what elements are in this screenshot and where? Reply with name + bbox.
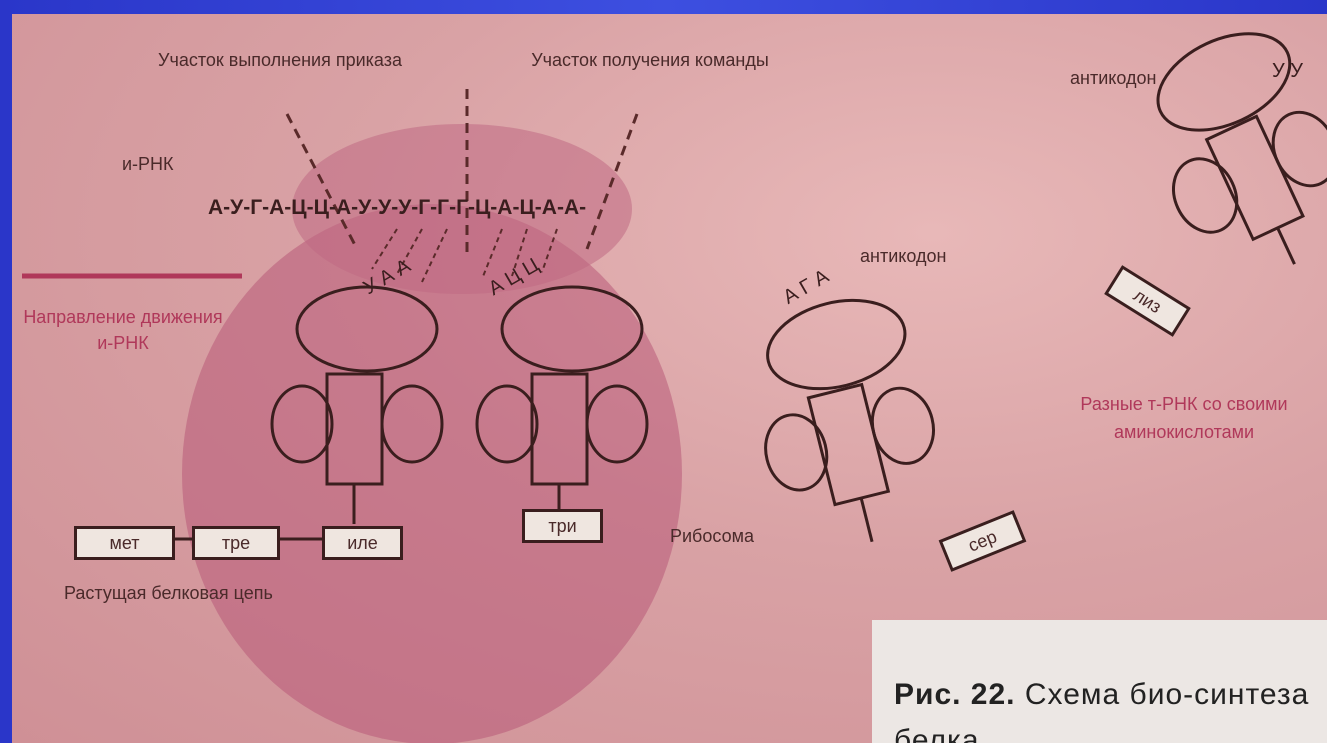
trna-4 — [1120, 14, 1327, 299]
amino-acid-met: мет — [74, 526, 175, 560]
different-trna-label: Разные т-РНК со своими аминокислотами — [1064, 390, 1304, 446]
mrna-label: и-РНК — [122, 154, 174, 175]
direction-label: Направление движения и-РНК — [18, 304, 228, 356]
anticodon-label-2: антикодон — [1070, 68, 1156, 89]
textbook-figure: мет тре иле три сер лиз Участок выполнен… — [12, 14, 1327, 743]
amino-acid-ile: иле — [322, 526, 403, 560]
amino-acid-thr: тре — [192, 526, 280, 560]
anticodon-letters-4: У У — [1272, 60, 1303, 83]
growing-chain-label: Растущая белковая цепь — [64, 580, 384, 606]
trna-3 — [734, 286, 957, 562]
caption-box: Рис. 22. Схема био-синтеза белка — [872, 620, 1327, 743]
mrna-sequence: А-У-Г-А-Ц-Ц-А-У-У-У-Г-Г-Г-Ц-А-Ц-А-А- — [208, 196, 586, 220]
figure-caption: Рис. 22. Схема био-синтеза белка — [894, 672, 1324, 743]
amino-acid-trp: три — [522, 509, 603, 543]
anticodon-label-1: антикодон — [860, 246, 946, 267]
execution-site-label: Участок выполнения приказа — [130, 50, 430, 71]
ribosome-label: Рибосома — [670, 526, 754, 547]
caption-prefix: Рис. 22. — [894, 678, 1016, 711]
receiving-site-label: Участок получения команды — [510, 50, 790, 71]
